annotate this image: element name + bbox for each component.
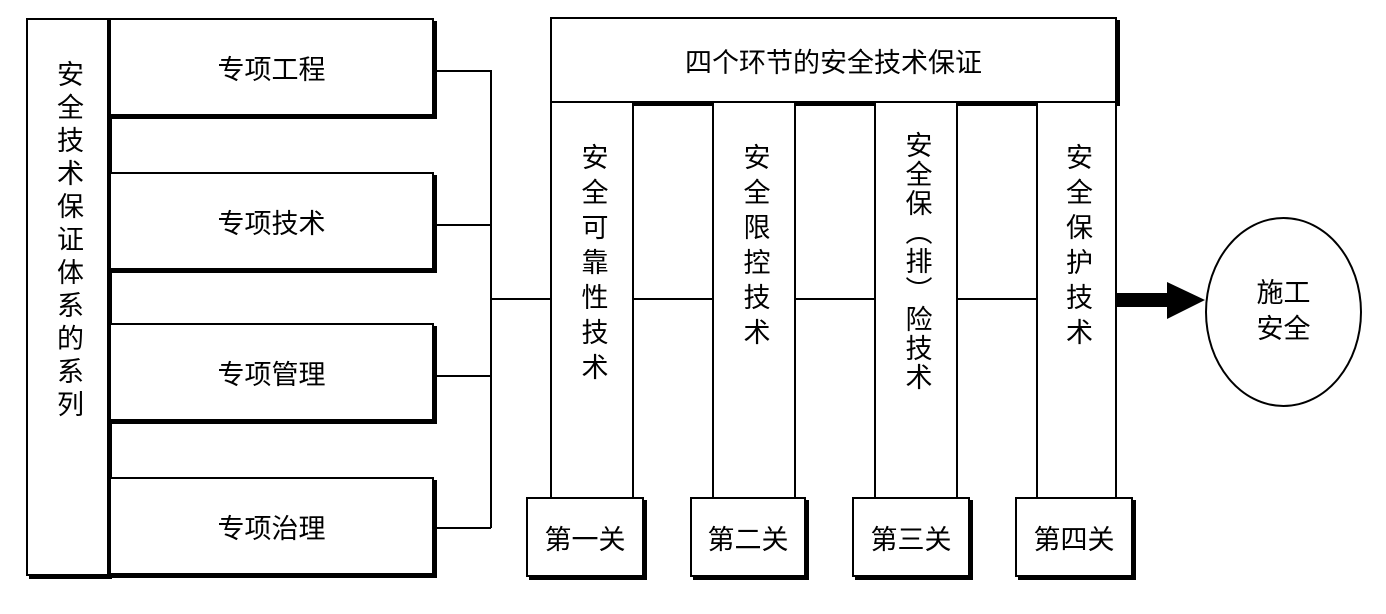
header-box: 四个环节的安全技术保证 bbox=[550, 17, 1117, 103]
column-text: 安全保（排）险技术 bbox=[900, 131, 932, 392]
item-special-governance: 专项治理 bbox=[109, 477, 434, 575]
result-line-1: 施工 bbox=[1256, 277, 1311, 309]
header-title: 四个环节的安全技术保证 bbox=[685, 47, 982, 79]
connector-line bbox=[434, 70, 491, 72]
gate-label: 第四关 bbox=[1033, 524, 1115, 556]
system-title: 安全技术保证体系的系列 bbox=[52, 60, 83, 423]
gate-2: 第二关 bbox=[690, 497, 806, 577]
connector-line bbox=[958, 298, 1036, 300]
connector-line bbox=[434, 527, 491, 529]
column-insurance: 安全保（排）险技术 bbox=[874, 101, 958, 501]
column-text: 安全保护技术 bbox=[1061, 143, 1092, 353]
gate-1: 第一关 bbox=[526, 497, 644, 577]
connector-line bbox=[434, 224, 491, 226]
item-special-management: 专项管理 bbox=[109, 323, 434, 421]
connector-line bbox=[434, 375, 491, 377]
result-line-2: 安全 bbox=[1256, 314, 1311, 345]
item-label: 专项管理 bbox=[217, 359, 326, 391]
column-text: 安全限控技术 bbox=[738, 143, 770, 353]
connector-line bbox=[490, 298, 550, 300]
arrow-right-icon bbox=[1117, 282, 1205, 319]
gate-label: 第二关 bbox=[707, 524, 789, 556]
gate-3: 第三关 bbox=[852, 497, 970, 577]
system-title-box: 安全技术保证体系的系列 bbox=[26, 18, 109, 576]
gate-label: 第三关 bbox=[870, 524, 952, 556]
connector-line bbox=[796, 298, 874, 300]
column-protection: 安全保护技术 bbox=[1036, 101, 1117, 501]
gate-4: 第四关 bbox=[1015, 497, 1133, 577]
column-text: 安全可靠性技术 bbox=[576, 143, 608, 388]
column-limit-control: 安全限控技术 bbox=[712, 101, 796, 501]
item-label: 专项治理 bbox=[217, 513, 326, 545]
item-label: 专项工程 bbox=[217, 54, 326, 86]
item-special-technology: 专项技术 bbox=[109, 172, 434, 270]
result-oval: 施工 安全 bbox=[1205, 217, 1362, 407]
item-label: 专项技术 bbox=[217, 208, 326, 240]
connector-line bbox=[634, 298, 712, 300]
item-special-engineering: 专项工程 bbox=[109, 18, 434, 116]
gate-label: 第一关 bbox=[544, 524, 626, 556]
column-reliability: 安全可靠性技术 bbox=[550, 101, 634, 501]
